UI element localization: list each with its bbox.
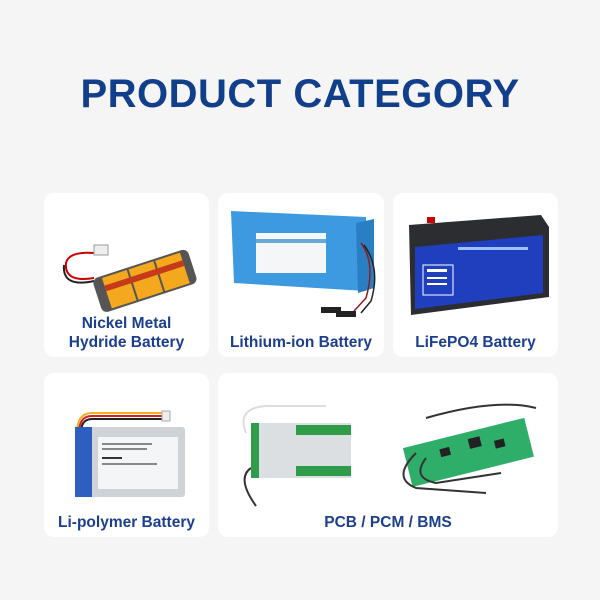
category-label: PCB / PCM / BMS: [324, 514, 452, 531]
category-label: LiFePO4 Battery: [415, 334, 536, 351]
category-card-lifepo4[interactable]: LiFePO4 Battery: [393, 193, 558, 357]
nimh-battery-pack-image: [62, 244, 197, 312]
category-label: Li-polymer Battery: [58, 514, 195, 531]
page-title: PRODUCT CATEGORY: [80, 72, 520, 116]
category-card-li-polymer[interactable]: Li-polymer Battery: [44, 373, 209, 537]
li-polymer-battery-image: [75, 410, 185, 497]
category-card-lithium-ion[interactable]: Lithium-ion Battery: [218, 193, 384, 357]
lithium-ion-battery-pack-image: [231, 211, 376, 317]
category-label: Nickel Metal: [81, 315, 172, 332]
pcb-bms-board-image: [242, 403, 537, 507]
category-card-pcb-bms[interactable]: PCB / PCM / BMS: [218, 373, 558, 537]
lifepo4-battery-image: [409, 215, 549, 315]
category-label: Hydride Battery: [68, 334, 185, 351]
category-label: Lithium-ion Battery: [229, 334, 373, 351]
category-card-nimh[interactable]: Nickel Metal Hydride Battery: [44, 193, 209, 357]
